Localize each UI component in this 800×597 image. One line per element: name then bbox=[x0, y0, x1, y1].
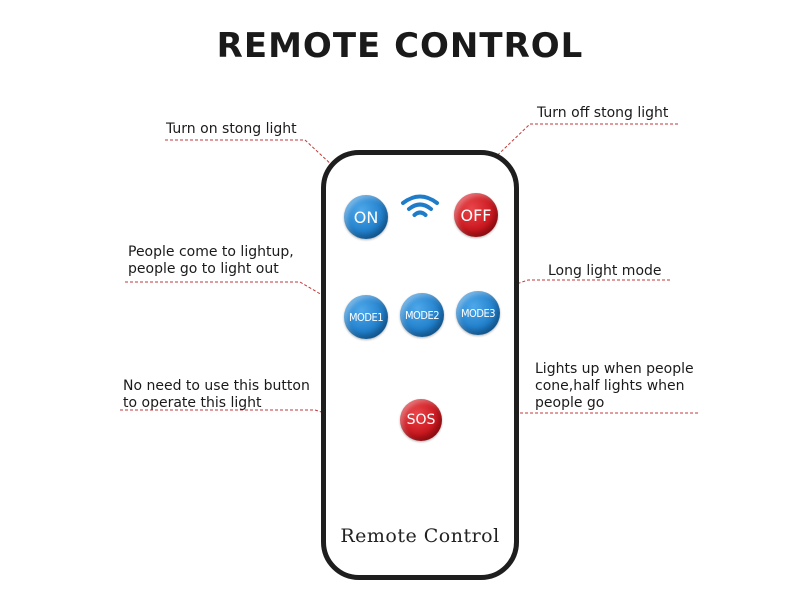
mode3-button[interactable]: MODE3 bbox=[456, 291, 500, 335]
leader-line-mode1 bbox=[125, 281, 347, 310]
sos-button[interactable]: SOS bbox=[400, 399, 442, 441]
label-sos: No need to use this button to operate th… bbox=[123, 378, 310, 412]
label-turn-on: Turn on stong light bbox=[166, 121, 297, 137]
label-mode2: Lights up when people cone,half lights w… bbox=[535, 361, 694, 412]
label-mode1-line2: people go to light out bbox=[128, 261, 279, 277]
remote-control-body: ON OFF MODE1 MODE2 MODE3 SOS Remote Cont… bbox=[321, 150, 519, 580]
mode1-button[interactable]: MODE1 bbox=[344, 295, 388, 339]
label-mode2-line3: people go bbox=[535, 395, 605, 411]
label-mode1: People come to lightup, people go to lig… bbox=[128, 244, 294, 278]
label-mode2-line1: Lights up when people bbox=[535, 361, 694, 377]
off-button[interactable]: OFF bbox=[454, 193, 498, 237]
label-sos-line2: to operate this light bbox=[123, 395, 262, 411]
mode2-button[interactable]: MODE2 bbox=[400, 293, 444, 337]
label-turn-off: Turn off stong light bbox=[537, 105, 669, 121]
leader-line-sos bbox=[120, 409, 401, 437]
remote-brand-text: Remote Control bbox=[340, 525, 500, 547]
leader-line-turn-off bbox=[457, 123, 678, 194]
page-title: REMOTE CONTROL bbox=[216, 26, 584, 66]
label-mode1-line1: People come to lightup, bbox=[128, 244, 294, 260]
label-sos-line1: No need to use this button bbox=[123, 378, 310, 394]
label-mode3: Long light mode bbox=[548, 263, 662, 279]
on-button[interactable]: ON bbox=[344, 195, 388, 239]
label-mode2-line2: cone,half lights when bbox=[535, 378, 685, 394]
wifi-signal-icon bbox=[401, 194, 439, 217]
leader-line-mode3 bbox=[489, 279, 670, 294]
